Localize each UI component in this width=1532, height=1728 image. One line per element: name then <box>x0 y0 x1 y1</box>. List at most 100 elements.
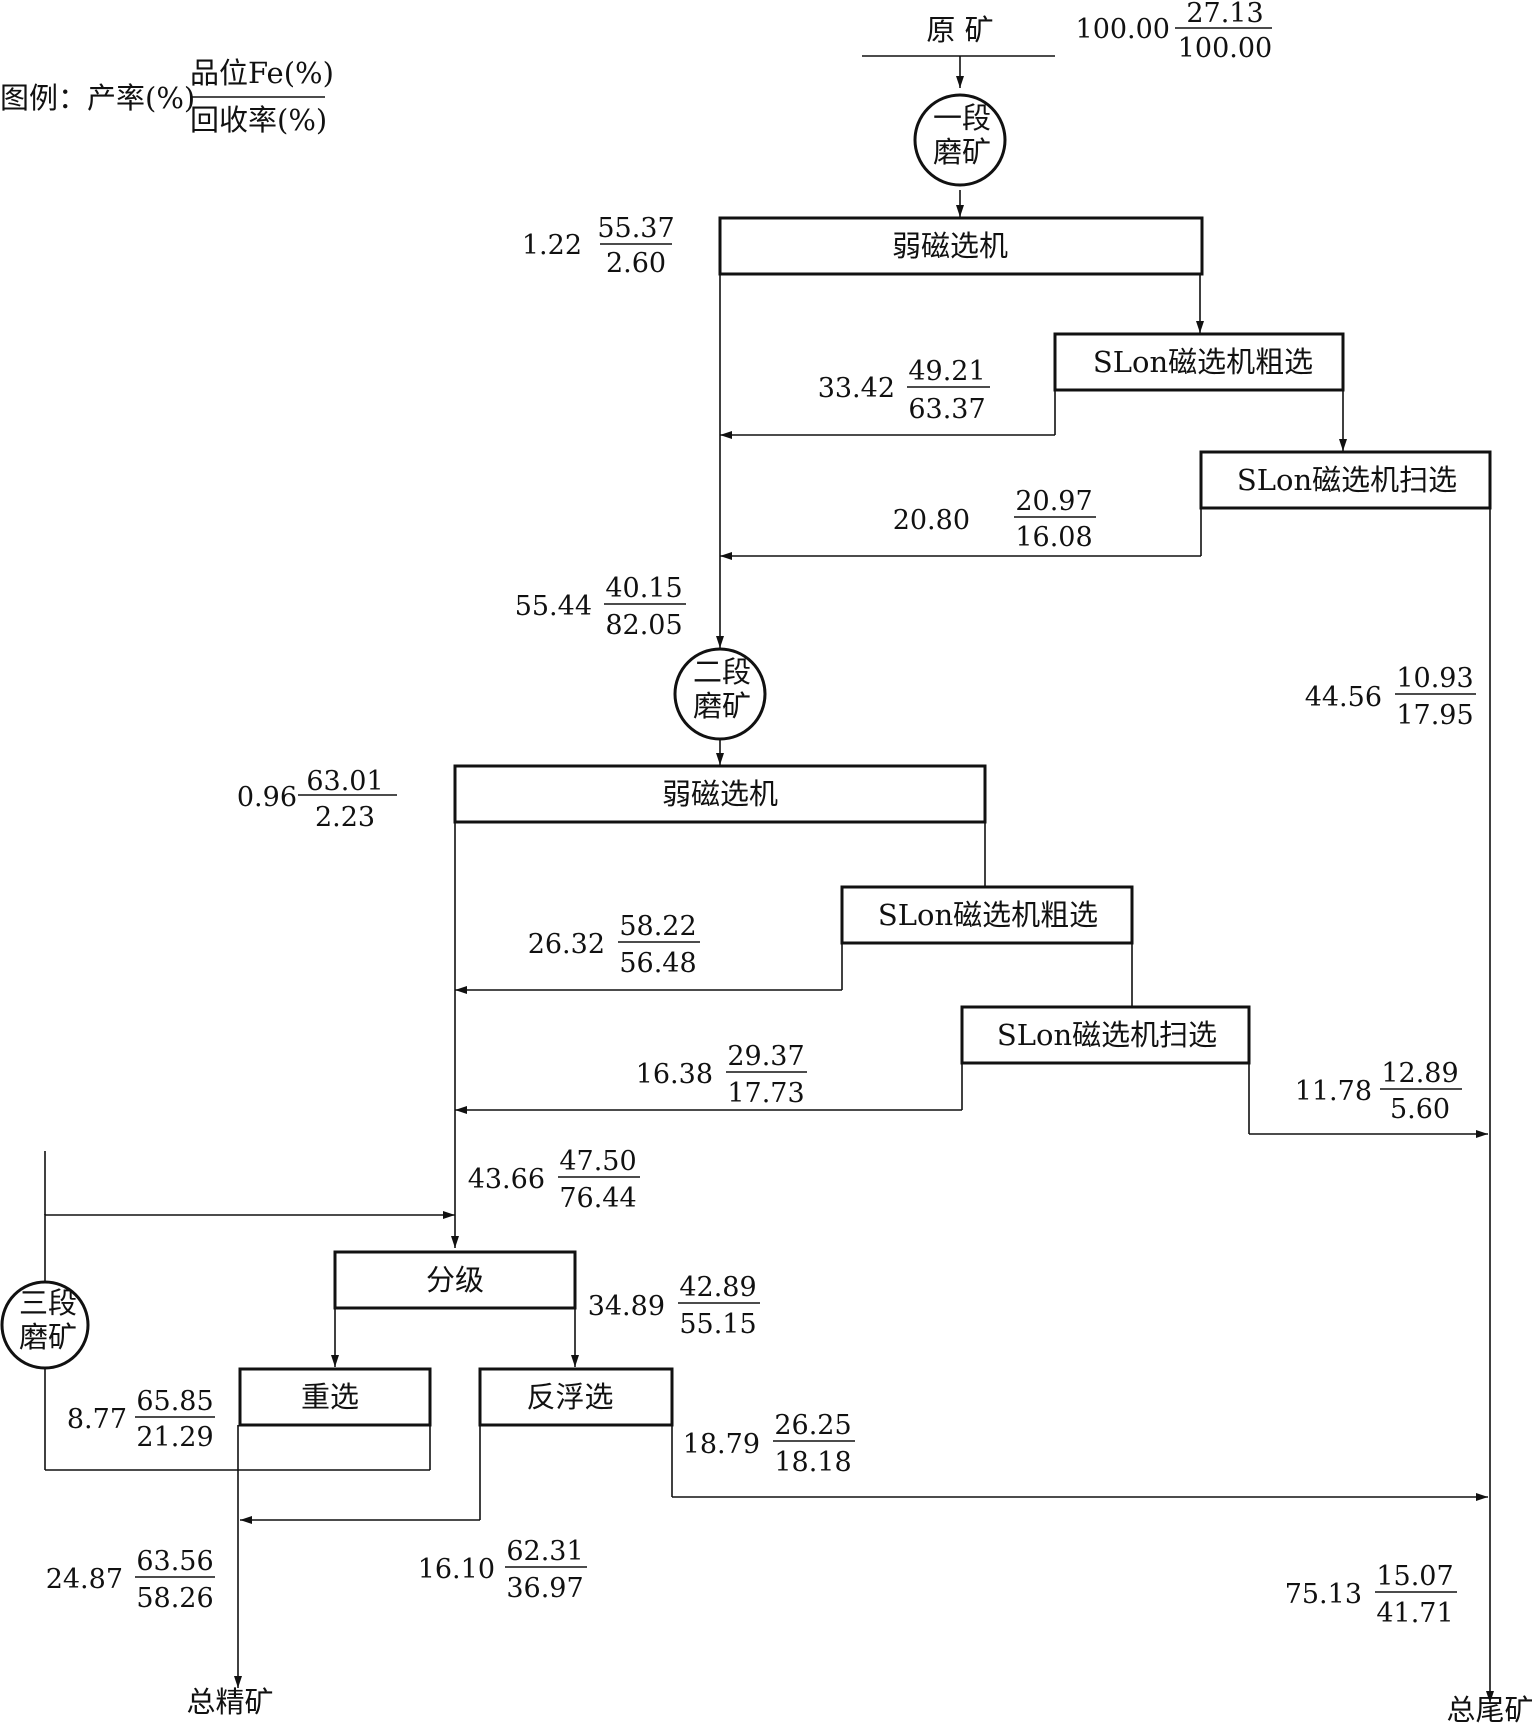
grind2-label-2: 磨矿 <box>693 689 751 723</box>
flow-lines <box>44 55 1494 1703</box>
slon-rough1-label: SLon磁选机粗选 <box>1093 345 1313 379</box>
index-tail1-recovery: 17.95 <box>1396 700 1473 731</box>
index-rough2-conc-yield: 26.32 <box>528 929 605 960</box>
index-final-tail-recovery: 41.71 <box>1376 1598 1453 1629</box>
index-stage2-total-yield: 43.66 <box>468 1164 545 1195</box>
index-gravity-conc-grade: 65.85 <box>136 1386 213 1417</box>
nodes: 原 矿 一段 磨矿 弱磁选机 SLon磁选机粗选 SLon磁选机扫选 二段 磨矿… <box>0 13 1532 1727</box>
index-flot-conc-recovery: 36.97 <box>506 1573 583 1604</box>
index-raw-yield: 100.00 <box>1076 14 1170 45</box>
index-labels: 100.00 27.13 100.00 1.22 55.37 2.60 33.4… <box>46 0 1476 1629</box>
lims2-label: 弱磁选机 <box>662 777 778 811</box>
index-stage1-total-grade: 40.15 <box>605 573 682 604</box>
gravity-label: 重选 <box>301 1380 359 1414</box>
index-rough2-conc: 26.32 58.22 56.48 <box>528 911 700 979</box>
index-rough1-conc-yield: 33.42 <box>818 373 895 404</box>
grind3-circle <box>0 1280 90 1370</box>
grind3-node: 三段 磨矿 <box>0 1280 90 1370</box>
final-tail-label: 总尾矿 <box>1446 1693 1532 1723</box>
index-lims1-conc-yield: 1.22 <box>522 230 582 261</box>
grind3-label-1: 三段 <box>19 1286 77 1320</box>
index-final-tail-yield: 75.13 <box>1285 1579 1362 1610</box>
index-scav1-conc-recovery: 16.08 <box>1015 522 1092 553</box>
index-raw: 100.00 27.13 100.00 <box>1076 0 1273 64</box>
grind2-node: 二段 磨矿 <box>673 647 767 741</box>
legend-numerator: 品位Fe(%) <box>190 56 334 90</box>
gravity-box <box>238 1367 432 1427</box>
index-tail2-recovery: 5.60 <box>1390 1094 1450 1125</box>
index-scav1-conc-grade: 20.97 <box>1015 486 1092 517</box>
final-conc-label: 总精矿 <box>186 1685 273 1719</box>
index-final-conc-grade: 63.56 <box>136 1546 213 1577</box>
index-tail2-grade: 12.89 <box>1381 1058 1458 1089</box>
index-final-tail: 75.13 15.07 41.71 <box>1285 1561 1457 1629</box>
index-lims1-conc-grade: 55.37 <box>597 213 674 244</box>
lims1-box <box>718 216 1204 276</box>
index-flot-conc: 16.10 62.31 36.97 <box>418 1536 587 1604</box>
index-flot-tail-grade: 26.25 <box>774 1410 851 1441</box>
index-final-conc: 24.87 63.56 58.26 <box>46 1546 215 1614</box>
index-final-conc-recovery: 58.26 <box>136 1583 213 1614</box>
grind1-circle <box>913 93 1007 187</box>
index-flot-conc-grade: 62.31 <box>506 1536 583 1567</box>
index-scav2-conc: 16.38 29.37 17.73 <box>636 1041 807 1109</box>
index-lims1-conc: 1.22 55.37 2.60 <box>522 213 675 279</box>
grind1-label-2: 磨矿 <box>933 135 991 169</box>
slon-rough2-box <box>840 885 1134 945</box>
index-raw-recovery: 100.00 <box>1178 33 1272 64</box>
index-stage2-total-recovery: 76.44 <box>559 1183 636 1214</box>
index-tail1-grade: 10.93 <box>1396 663 1473 694</box>
index-rough1-conc-recovery: 63.37 <box>908 394 985 425</box>
index-gravity-conc: 8.77 65.85 21.29 <box>67 1386 215 1453</box>
legend: 图例：产率(%) 品位Fe(%) 回收率(%) <box>0 56 334 137</box>
index-tail1-yield: 44.56 <box>1305 682 1382 713</box>
index-rough1-conc: 33.42 49.21 63.37 <box>818 356 990 425</box>
raw-ore-label: 原 矿 <box>926 13 993 47</box>
index-scav1-conc-yield: 20.80 <box>893 505 970 536</box>
index-gravity-conc-recovery: 21.29 <box>136 1422 213 1453</box>
slon-scav1-box <box>1199 450 1492 510</box>
index-raw-grade: 27.13 <box>1186 0 1263 29</box>
flotation-box <box>478 1367 674 1427</box>
index-gravity-conc-yield: 8.77 <box>67 1404 127 1435</box>
index-classify-fine-recovery: 55.15 <box>679 1309 756 1340</box>
grind1-label-1: 一段 <box>933 101 991 135</box>
index-stage1-total-yield: 55.44 <box>515 591 592 622</box>
index-rough1-conc-grade: 49.21 <box>908 356 985 387</box>
index-tail2-yield: 11.78 <box>1295 1076 1372 1107</box>
index-scav2-conc-yield: 16.38 <box>636 1059 713 1090</box>
index-scav2-conc-grade: 29.37 <box>727 1041 804 1072</box>
slon-scav2-box <box>960 1005 1251 1065</box>
index-classify-fine-yield: 34.89 <box>588 1291 665 1322</box>
legend-prefix: 图例：产率(%) <box>0 81 195 115</box>
index-final-conc-yield: 24.87 <box>46 1564 123 1595</box>
index-final-tail-grade: 15.07 <box>1376 1561 1453 1592</box>
index-lims2-conc: 0.96 63.01 2.23 <box>237 766 397 833</box>
classify-box <box>333 1250 577 1310</box>
grind2-label-1: 二段 <box>693 655 751 689</box>
classify-label: 分级 <box>426 1263 484 1297</box>
slon-rough1-box <box>1053 332 1345 392</box>
index-flot-conc-yield: 16.10 <box>418 1554 495 1585</box>
index-classify-fine: 34.89 42.89 55.15 <box>588 1272 760 1340</box>
index-flot-tail: 18.79 26.25 18.18 <box>683 1410 855 1478</box>
index-stage1-total-recovery: 82.05 <box>605 610 682 641</box>
grind1-node: 一段 磨矿 <box>913 93 1007 187</box>
index-classify-fine-grade: 42.89 <box>679 1272 756 1303</box>
flotation-label: 反浮选 <box>526 1380 613 1414</box>
grind3-label-2: 磨矿 <box>19 1320 77 1354</box>
index-rough2-conc-grade: 58.22 <box>619 911 696 942</box>
index-stage2-total-grade: 47.50 <box>559 1146 636 1177</box>
index-scav2-conc-recovery: 17.73 <box>727 1078 804 1109</box>
index-stage1-total: 55.44 40.15 82.05 <box>515 573 686 641</box>
legend-denominator: 回收率(%) <box>190 103 327 137</box>
index-lims2-conc-recovery: 2.23 <box>315 802 375 833</box>
index-scav1-conc: 20.80 20.97 16.08 <box>893 486 1096 553</box>
index-lims2-conc-grade: 63.01 <box>306 766 383 797</box>
lims2-box <box>453 764 987 824</box>
slon-scav2-label: SLon磁选机扫选 <box>997 1018 1217 1052</box>
index-flot-tail-yield: 18.79 <box>683 1429 760 1460</box>
index-stage2-total: 43.66 47.50 76.44 <box>468 1146 640 1214</box>
index-rough2-conc-recovery: 56.48 <box>619 948 696 979</box>
